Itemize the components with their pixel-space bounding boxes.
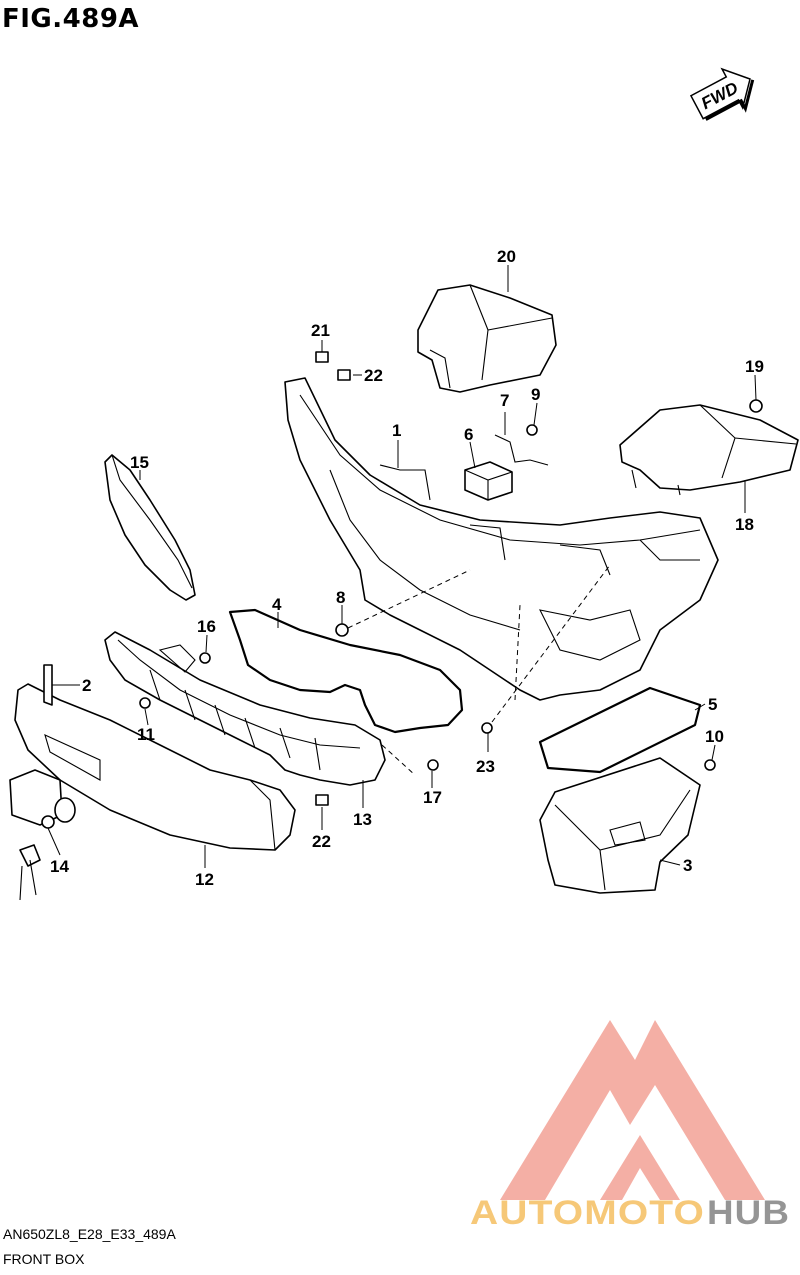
callout-18: 18 (735, 515, 754, 534)
callouts: 20 21 22 1 7 9 6 19 18 15 4 8 16 2 11 5 … (50, 247, 764, 889)
callout-15: 15 (130, 453, 149, 472)
svg-text:HUB: HUB (707, 1194, 790, 1232)
part-11-screw (139, 697, 151, 709)
part-16-screw (199, 652, 211, 664)
part-4-seal (228, 608, 464, 734)
part-19-screw (749, 399, 763, 413)
callout-11: 11 (137, 725, 155, 744)
part-20-cover (417, 284, 557, 393)
part-1-inner-panel (284, 377, 719, 701)
callout-23: 23 (476, 757, 495, 776)
callout-9: 9 (531, 385, 540, 404)
callout-14: 14 (50, 857, 69, 876)
callout-5: 5 (708, 695, 717, 714)
part-21-clip (315, 351, 329, 363)
watermark-text-auto: AUTOMOTO (470, 1194, 705, 1232)
figure-title: FIG.489A (2, 4, 140, 34)
part-12-lid (14, 683, 296, 851)
section-name: FRONT BOX (3, 1251, 85, 1267)
callout-22: 22 (364, 366, 383, 385)
svg-text:AUTOMOTO: AUTOMOTO (470, 1194, 705, 1232)
part-5-gasket (538, 686, 702, 774)
callout-16: 16 (197, 617, 216, 636)
fwd-arrow: FWD (689, 67, 755, 121)
callout-12: 12 (195, 870, 214, 889)
part-14-lock (9, 769, 76, 901)
callout-3: 3 (683, 856, 692, 875)
callout-4: 4 (272, 595, 282, 614)
callout-19: 19 (745, 357, 764, 376)
part-8-screw (335, 623, 349, 637)
callout-8: 8 (336, 588, 345, 607)
part-15-side-panel (104, 454, 196, 601)
callout-2: 2 (82, 676, 91, 695)
part-23-screw (481, 722, 493, 734)
part-18-cover (619, 404, 799, 496)
part-3-box (539, 757, 701, 894)
callout-17: 17 (423, 788, 442, 807)
callout-22-lower: 22 (312, 832, 331, 851)
part-13-frame (104, 631, 386, 786)
leader-lines (47, 265, 757, 868)
watermark-logo: AUTOMOTO HUB (470, 1020, 790, 1232)
watermark-triangle-icon (500, 1020, 765, 1200)
part-9-screw (526, 424, 538, 436)
assembly-lines (347, 564, 611, 776)
fasteners (139, 351, 763, 806)
callout-10: 10 (705, 727, 724, 746)
callout-21: 21 (311, 321, 330, 340)
part-10-screw (704, 759, 716, 771)
model-code: AN650ZL8_E28_E33_489A (3, 1226, 176, 1242)
part-6-pad (464, 461, 513, 501)
callout-6: 6 (464, 425, 473, 444)
part-22-clip-upper (337, 369, 351, 381)
callout-7: 7 (500, 391, 509, 410)
watermark-text-hub: HUB (707, 1194, 790, 1232)
part-17-screw (427, 759, 439, 771)
callout-1: 1 (392, 421, 401, 440)
callout-13: 13 (353, 810, 372, 829)
part-2-strip (43, 664, 53, 706)
part-22-clip-lower (315, 794, 329, 806)
part-7-wire (494, 434, 549, 466)
callout-20: 20 (497, 247, 516, 266)
